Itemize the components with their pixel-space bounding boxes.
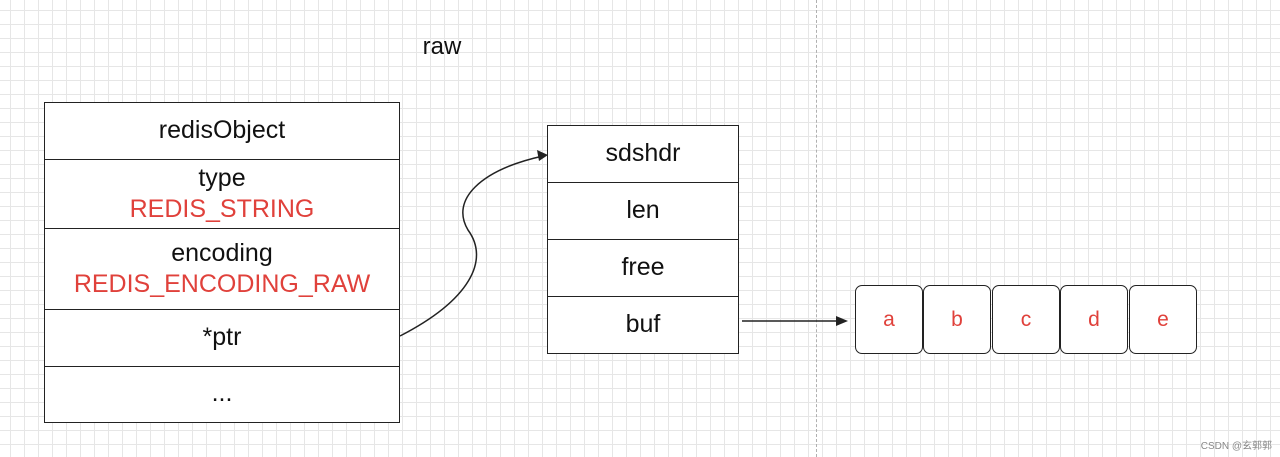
char-box-e: e: [1129, 285, 1197, 354]
sdshdr-header: sdshdr: [605, 139, 681, 168]
watermark: CSDN @玄郭郭: [1200, 441, 1272, 452]
len-cell: len: [548, 183, 738, 240]
buf-cell: buf: [548, 297, 738, 352]
ptr-to-sdshdr-arrow: [399, 155, 544, 337]
free-cell: free: [548, 240, 738, 297]
encoding-value: REDIS_ENCODING_RAW: [73, 270, 371, 298]
redis-object-header-cell: redisObject: [45, 103, 399, 160]
free-label: free: [621, 253, 665, 282]
buf-arrowhead: [836, 316, 848, 326]
char-box-c: c: [992, 285, 1060, 354]
len-label: len: [626, 196, 660, 225]
redis-object-header: redisObject: [158, 116, 286, 145]
encoding-cell: encoding REDIS_ENCODING_RAW: [45, 229, 399, 310]
type-value: REDIS_STRING: [129, 195, 315, 223]
sdshdr-header-cell: sdshdr: [548, 126, 738, 183]
char-box-a: a: [855, 285, 923, 354]
dashed-divider: [816, 0, 817, 457]
more-fields-label: ...: [211, 379, 233, 408]
buf-label: buf: [625, 309, 661, 338]
type-label: type: [198, 163, 246, 192]
sdshdr-table: sdshdr len free buf: [547, 125, 739, 354]
encoding-label: encoding: [171, 238, 273, 267]
char-box-d: d: [1060, 285, 1128, 354]
type-cell: type REDIS_STRING: [45, 160, 399, 229]
ptr-label: *ptr: [202, 323, 242, 352]
char-box-b: b: [923, 285, 991, 354]
diagram-title: raw: [422, 33, 462, 60]
more-fields-cell: ...: [45, 367, 399, 421]
ptr-cell: *ptr: [45, 310, 399, 367]
ptr-arrowhead: [537, 150, 548, 161]
redis-object-table: redisObject type REDIS_STRING encoding R…: [44, 102, 400, 423]
